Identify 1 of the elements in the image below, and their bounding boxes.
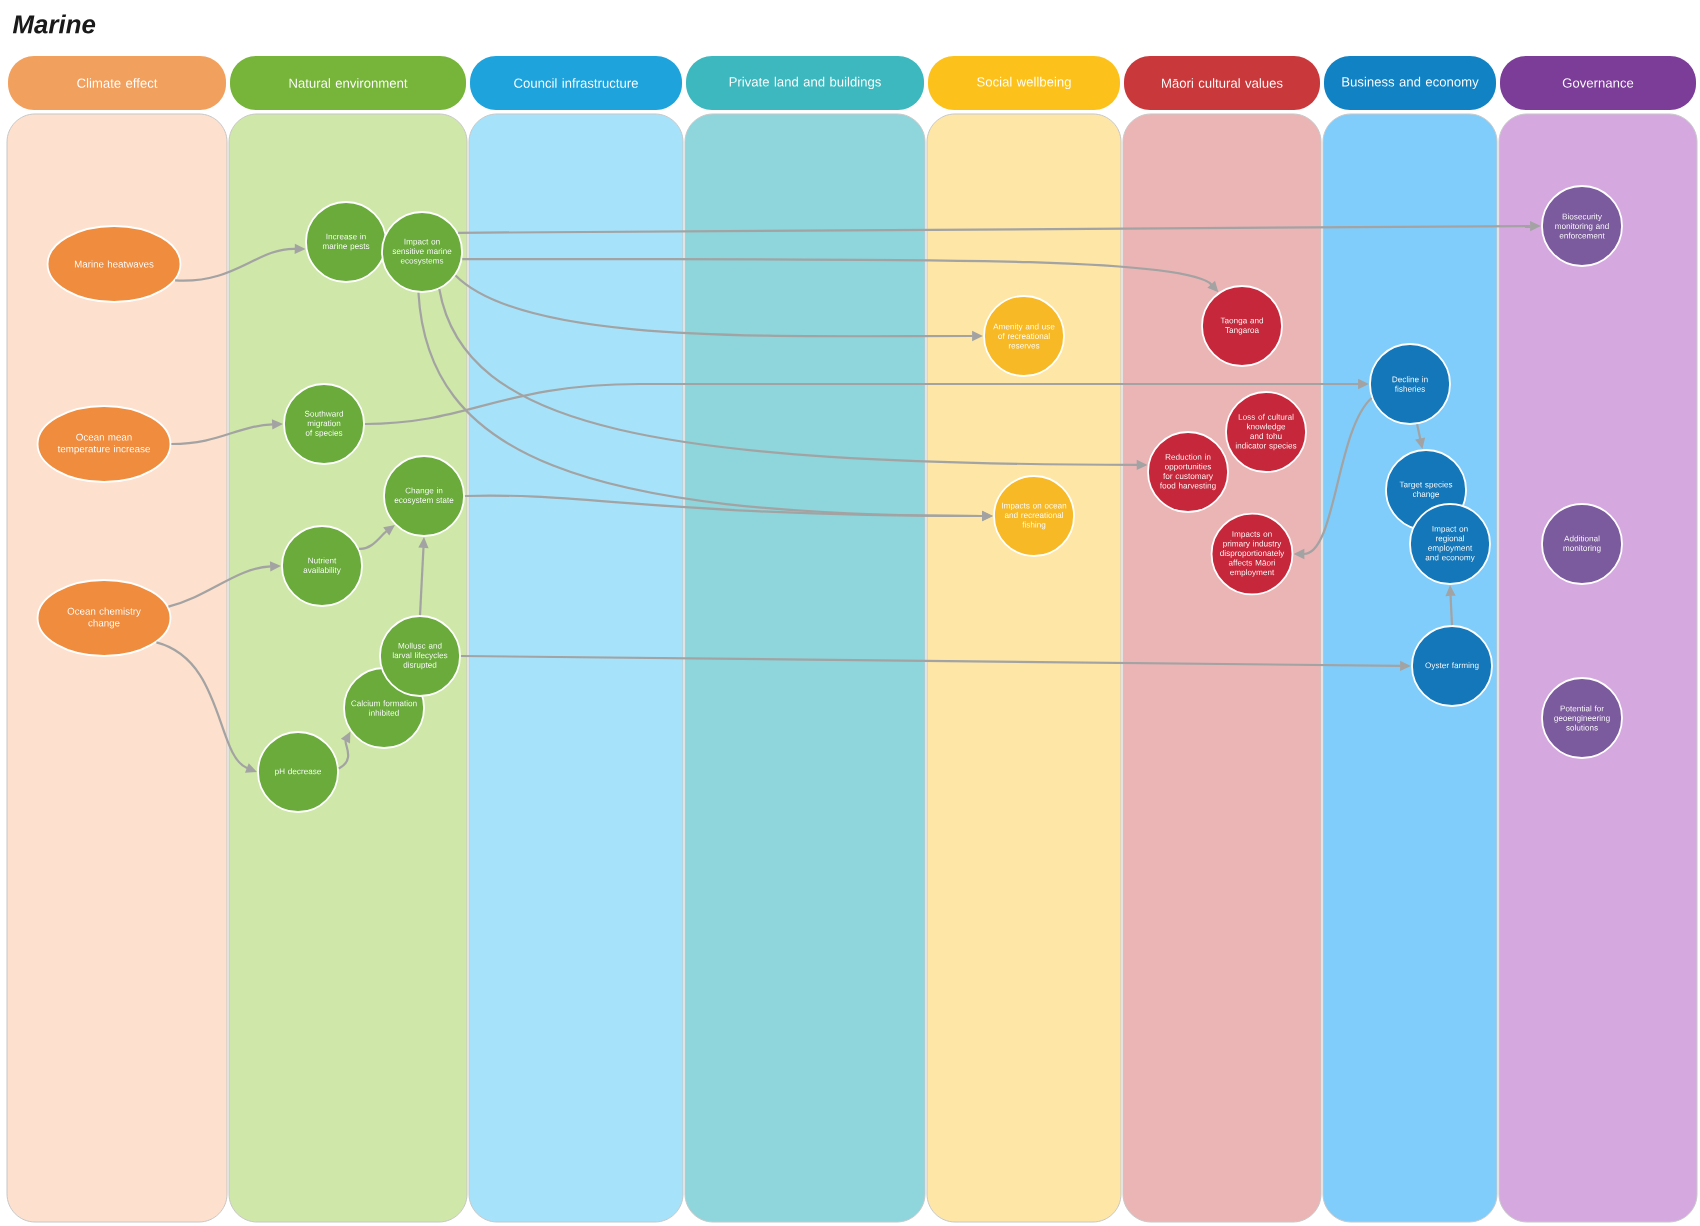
title: Marine: [12, 14, 96, 34]
